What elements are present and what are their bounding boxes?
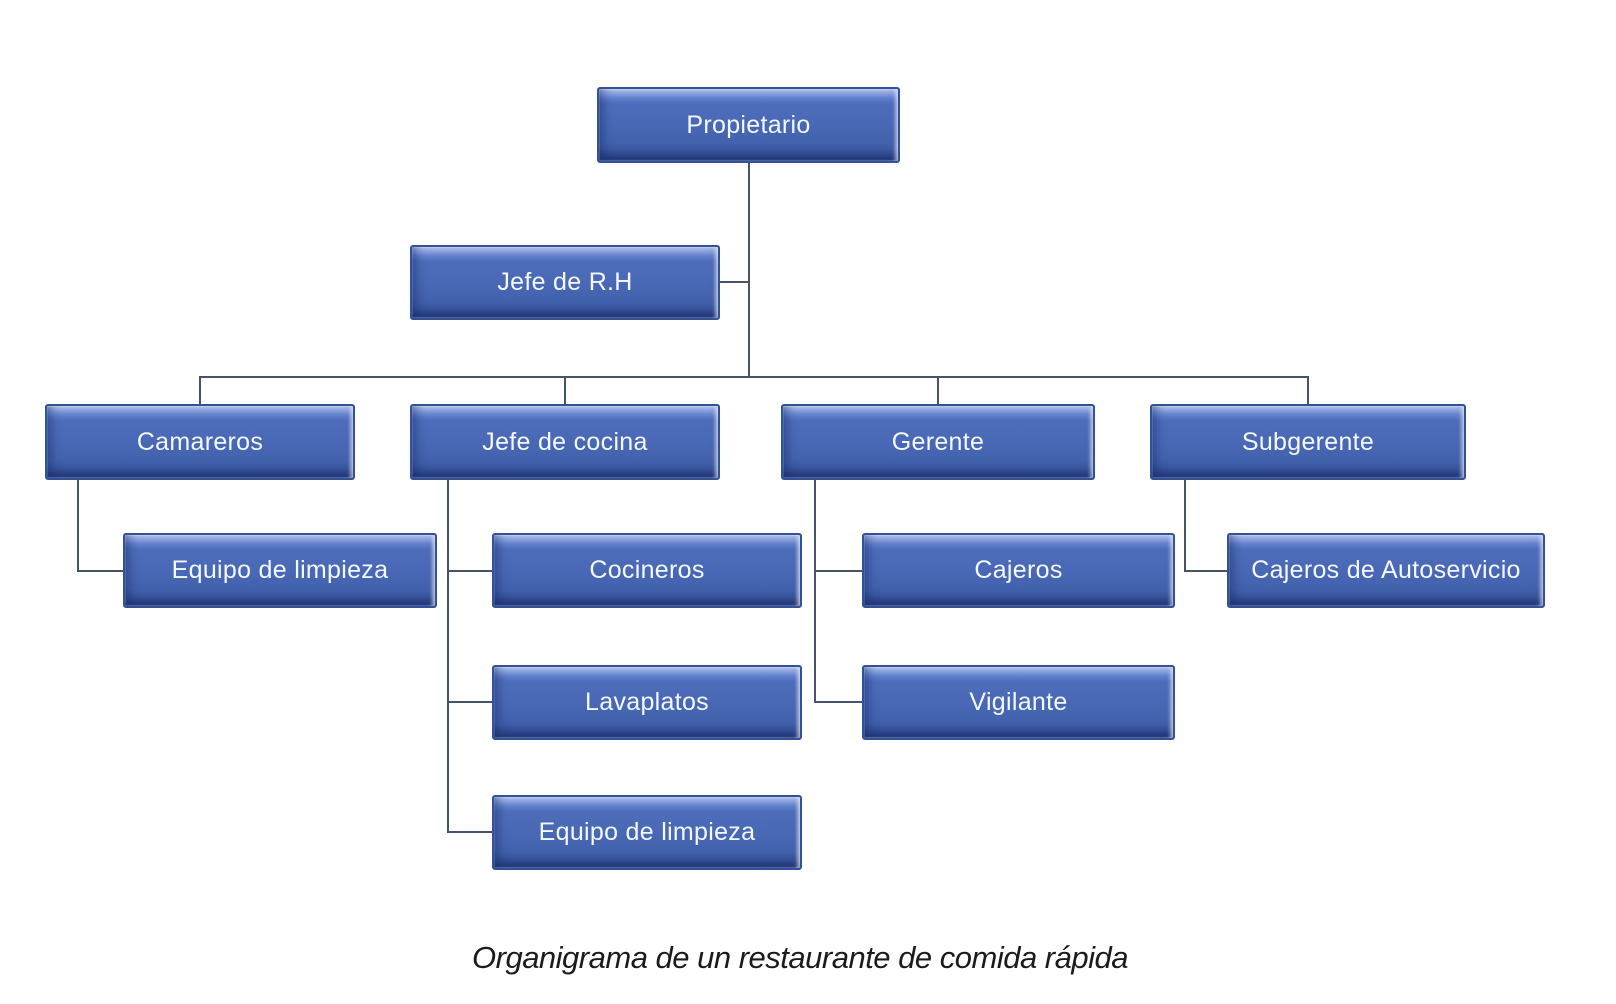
connector-subgerente-vertical — [1184, 478, 1186, 572]
org-node-vigilante-label: Vigilante — [969, 688, 1068, 716]
org-node-gerente: Gerente — [781, 404, 1095, 480]
org-node-equipo-limpieza-2-label: Equipo de limpieza — [538, 818, 756, 846]
connector-propietario-trunk — [748, 163, 750, 377]
org-node-cajeros-autoservicio-label: Cajeros de Autoservicio — [1251, 556, 1521, 584]
org-node-camareros-label: Camareros — [136, 427, 264, 456]
org-node-cocineros-label: Cocineros — [589, 556, 705, 584]
org-node-cocineros: Cocineros — [492, 533, 802, 608]
connector-cajeros-stub — [814, 570, 864, 572]
connector-drop-gerente — [937, 376, 939, 405]
org-node-jefe-rh: Jefe de R.H — [410, 245, 720, 320]
org-node-equipo-limpieza-1: Equipo de limpieza — [123, 533, 437, 608]
connector-vigilante-stub — [814, 701, 864, 703]
org-node-propietario: Propietario — [597, 87, 900, 163]
org-node-jefe-cocina: Jefe de cocina — [410, 404, 720, 480]
org-node-cajeros-autoservicio: Cajeros de Autoservicio — [1227, 533, 1545, 608]
connector-drop-subgerente — [1307, 376, 1309, 405]
connector-drop-jefe-cocina — [564, 376, 566, 405]
connector-gerente-vertical — [814, 478, 816, 703]
connector-camareros-stub — [77, 570, 125, 572]
connector-distribution-line — [199, 376, 1309, 378]
connector-drop-camareros — [199, 376, 201, 405]
connector-cocineros-stub — [447, 570, 494, 572]
org-node-jefe-rh-label: Jefe de R.H — [497, 268, 633, 296]
org-node-cajeros: Cajeros — [862, 533, 1175, 608]
connector-equipo-limpieza2-stub — [447, 831, 494, 833]
org-node-camareros: Camareros — [45, 404, 355, 480]
org-node-cajeros-label: Cajeros — [974, 556, 1063, 584]
connector-jefe-rh-stub — [718, 281, 750, 283]
connector-autoservicio-stub — [1184, 570, 1229, 572]
connector-lavaplatos-stub — [447, 701, 494, 703]
diagram-caption: Organigrama de un restaurante de comida … — [472, 940, 1128, 975]
org-node-lavaplatos: Lavaplatos — [492, 665, 802, 740]
org-node-vigilante: Vigilante — [862, 665, 1175, 740]
org-node-gerente-label: Gerente — [891, 427, 985, 456]
org-node-subgerente-label: Subgerente — [1241, 427, 1375, 456]
org-node-equipo-limpieza-2: Equipo de limpieza — [492, 795, 802, 870]
connector-jefe-cocina-vertical — [447, 478, 449, 833]
org-node-propietario-label: Propietario — [686, 110, 811, 139]
org-node-jefe-cocina-label: Jefe de cocina — [482, 427, 648, 456]
org-node-subgerente: Subgerente — [1150, 404, 1466, 480]
org-node-equipo-limpieza-1-label: Equipo de limpieza — [171, 556, 389, 584]
org-node-lavaplatos-label: Lavaplatos — [585, 688, 709, 716]
connector-camareros-vertical — [77, 478, 79, 572]
